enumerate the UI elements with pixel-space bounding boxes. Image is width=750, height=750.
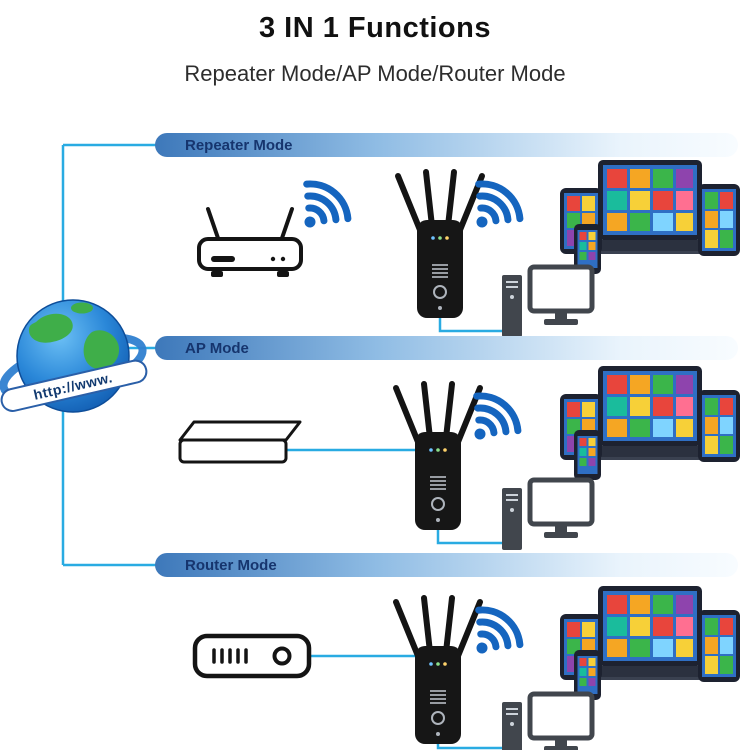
- repeater-device-icon: [396, 598, 480, 744]
- globe-icon: http://www.: [0, 299, 148, 413]
- section-banner-router-mode: Router Mode: [155, 553, 738, 577]
- wifi-signal-icon: [286, 176, 355, 244]
- repeater-device-icon: [398, 172, 482, 318]
- modem-vent-icon: [195, 636, 309, 676]
- section-banner-ap-mode: AP Mode: [155, 336, 738, 360]
- section-label: Repeater Mode: [185, 136, 293, 154]
- section-label: AP Mode: [185, 339, 249, 357]
- section-banner-repeater-mode: Repeater Mode: [155, 133, 738, 157]
- devices-cluster-icon: [560, 586, 740, 700]
- modem-box-icon: [178, 420, 302, 464]
- desktop-pc-icon: [502, 694, 592, 750]
- repeater-device-icon: [396, 384, 480, 530]
- globe-url-ribbon: http://www.: [0, 359, 148, 412]
- diagram-subtitle: Repeater Mode/AP Mode/Router Mode: [184, 61, 566, 86]
- desktop-pc-icon: [502, 480, 592, 550]
- devices-cluster-icon: [560, 366, 740, 480]
- wireless-router-icon: [197, 207, 303, 279]
- section-label: Router Mode: [185, 556, 277, 574]
- devices-cluster-icon: [560, 160, 740, 274]
- desktop-pc-icon: [502, 267, 592, 337]
- globe-continents: [28, 302, 120, 401]
- diagram-title: 3 IN 1 Functions: [259, 12, 491, 44]
